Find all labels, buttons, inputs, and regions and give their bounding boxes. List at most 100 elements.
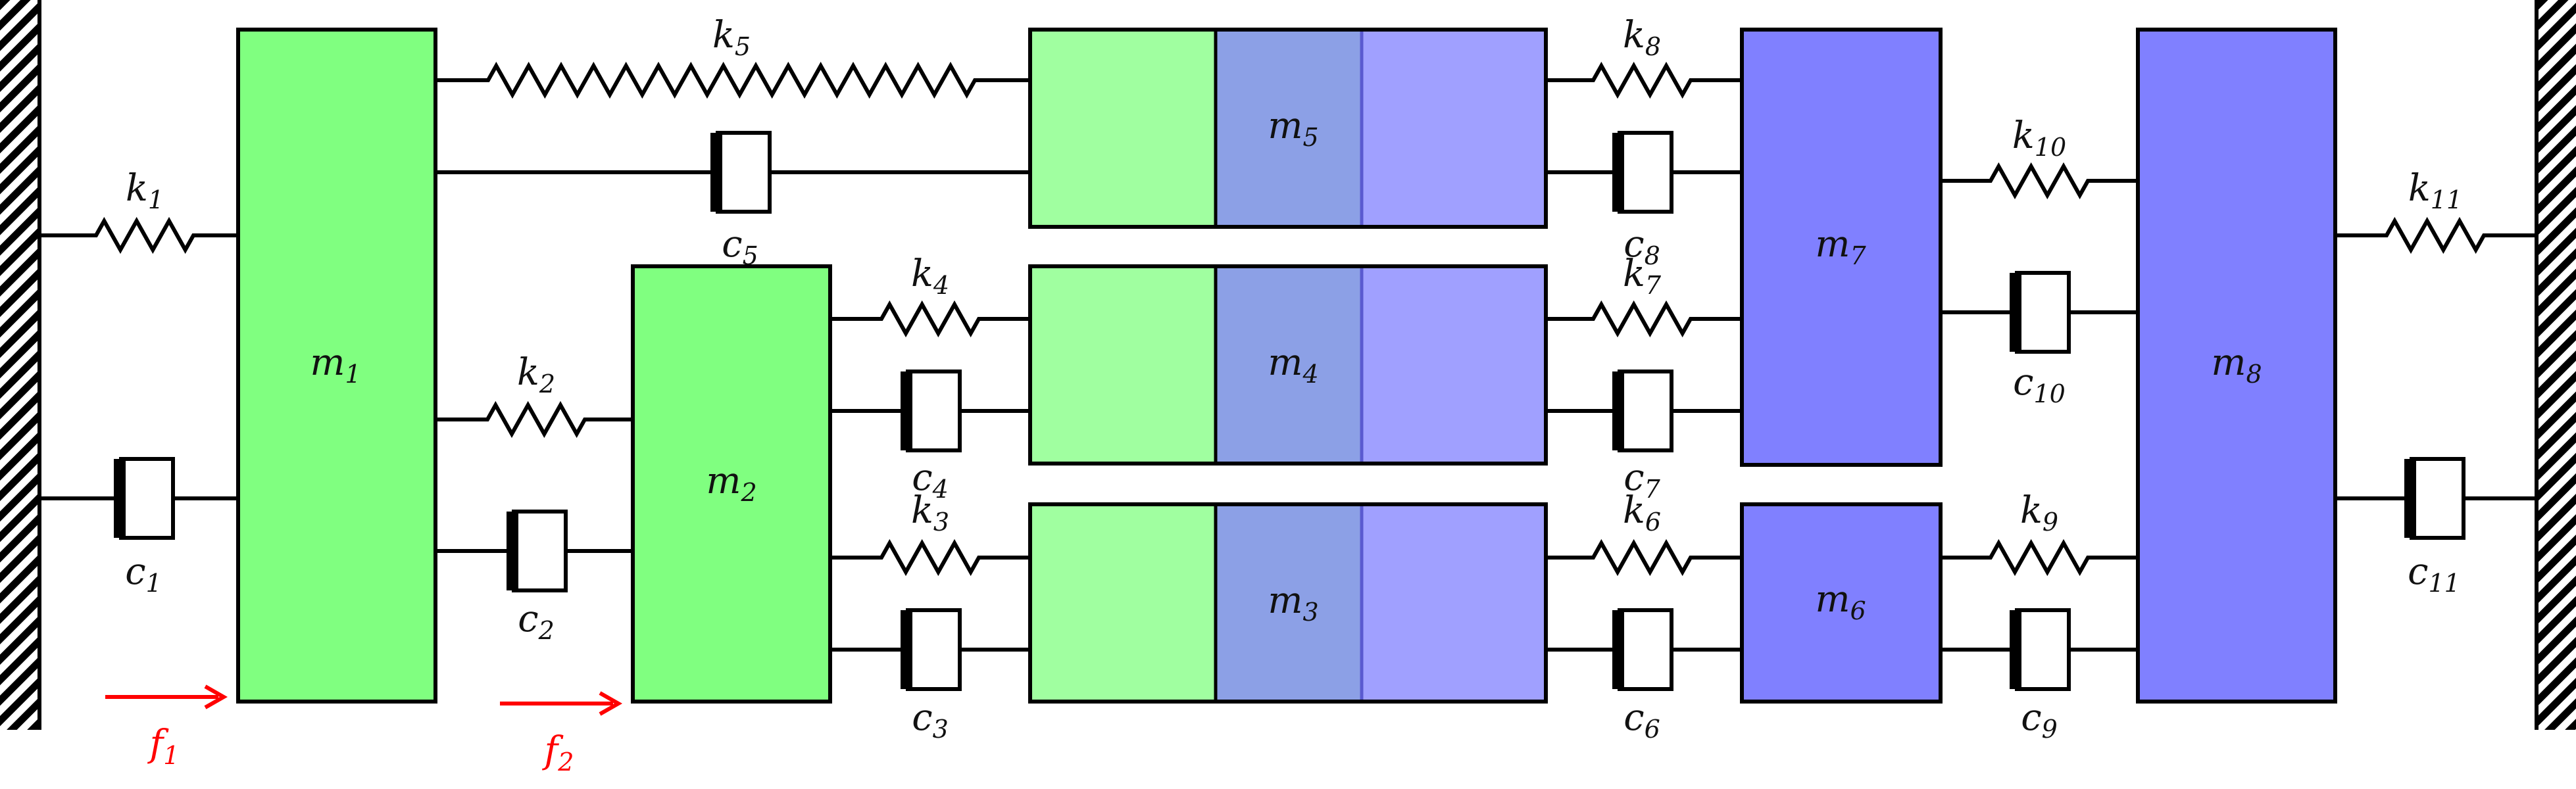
damper-label-c7-subscript: 7 bbox=[1645, 475, 1661, 504]
mass-label-m4: m4 bbox=[1268, 341, 1318, 389]
damper-label-c8-symbol: c bbox=[1623, 223, 1644, 266]
spring-k10 bbox=[1941, 162, 2138, 200]
mass-m4 bbox=[1028, 264, 1548, 466]
damper-label-c2: c2 bbox=[518, 598, 555, 645]
mass-label-m2: m2 bbox=[706, 460, 756, 507]
damper-label-c9: c9 bbox=[2021, 696, 2058, 744]
damper-label-c5-symbol: c bbox=[722, 223, 742, 266]
spring-k5 bbox=[435, 61, 1030, 99]
damper-label-c10-symbol: c bbox=[2013, 361, 2033, 404]
spring-label-k2: k2 bbox=[517, 351, 555, 398]
mass-label-m5: m5 bbox=[1268, 105, 1318, 152]
mass-label-m5-subscript: 5 bbox=[1302, 123, 1318, 152]
damper-label-c3: c3 bbox=[912, 696, 949, 744]
mass-m1 bbox=[236, 28, 437, 704]
spring-label-k4: k4 bbox=[911, 252, 949, 300]
spring-label-k4-subscript: 4 bbox=[933, 271, 949, 300]
force-arrow-f2 bbox=[500, 691, 623, 716]
spring-label-k3-subscript: 3 bbox=[933, 508, 949, 537]
damper-label-c11: c11 bbox=[2408, 550, 2460, 598]
damper-label-c3-symbol: c bbox=[912, 696, 932, 739]
damper-label-c3-subscript: 3 bbox=[933, 715, 949, 744]
spring-label-k5: k5 bbox=[712, 14, 751, 61]
damper-label-c1: c1 bbox=[125, 550, 162, 598]
damper-c10 bbox=[1941, 271, 2138, 354]
damper-c11 bbox=[2335, 457, 2537, 540]
damper-c6 bbox=[1546, 608, 1742, 691]
spring-label-k4-symbol: k bbox=[911, 252, 933, 295]
force-label-f2: f2 bbox=[542, 729, 574, 777]
spring-label-k9-symbol: k bbox=[2020, 489, 2043, 532]
mass-m2 bbox=[631, 264, 832, 704]
damper-label-c8-subscript: 8 bbox=[1645, 241, 1660, 270]
damper-label-c6-symbol: c bbox=[1623, 696, 1644, 739]
spring-label-k2-subscript: 2 bbox=[539, 370, 555, 398]
spring-label-k11-symbol: k bbox=[2408, 167, 2431, 210]
damper-label-c5: c5 bbox=[722, 223, 758, 270]
damper-label-c5-subscript: 5 bbox=[743, 241, 758, 270]
spring-label-k1-symbol: k bbox=[126, 167, 148, 210]
damper-label-c6-subscript: 6 bbox=[1645, 715, 1660, 744]
damper-c8 bbox=[1546, 131, 1742, 214]
damper-label-c7-symbol: c bbox=[1623, 456, 1644, 499]
right-wall-hatch bbox=[2538, 0, 2576, 730]
spring-label-k7: k7 bbox=[1623, 252, 1662, 300]
damper-c4 bbox=[830, 370, 1030, 452]
mass-label-m1: m1 bbox=[310, 341, 360, 389]
force-label-f2-subscript: 2 bbox=[557, 748, 574, 777]
spring-label-k5-subscript: 5 bbox=[735, 32, 751, 61]
mass-label-m6-subscript: 6 bbox=[1850, 596, 1866, 625]
spring-label-k7-subscript: 7 bbox=[1645, 271, 1662, 300]
mass-label-m3-subscript: 3 bbox=[1302, 598, 1318, 627]
spring-k1 bbox=[39, 216, 238, 254]
damper-c7 bbox=[1546, 370, 1742, 452]
damper-label-c4: c4 bbox=[912, 456, 949, 504]
spring-k7 bbox=[1546, 300, 1742, 338]
mass-label-m4-symbol: m bbox=[1268, 341, 1302, 384]
damper-label-c11-subscript: 11 bbox=[2429, 569, 2460, 598]
mass-label-m6: m6 bbox=[1815, 578, 1866, 625]
damper-label-c10-subscript: 10 bbox=[2034, 379, 2066, 408]
damper-label-c1-subscript: 1 bbox=[146, 569, 162, 598]
mass-label-m3: m3 bbox=[1268, 579, 1318, 627]
mass-label-m7-subscript: 7 bbox=[1850, 241, 1866, 270]
mass-label-m7: m7 bbox=[1815, 223, 1866, 270]
spring-label-k8-symbol: k bbox=[1623, 14, 1645, 57]
spring-label-k9: k9 bbox=[2020, 489, 2058, 537]
damper-label-c4-symbol: c bbox=[912, 456, 932, 499]
mass-m8 bbox=[2136, 28, 2337, 704]
damper-label-c7: c7 bbox=[1623, 456, 1660, 504]
damper-label-c6: c6 bbox=[1623, 696, 1660, 744]
damper-c9 bbox=[1941, 608, 2138, 691]
damper-c1 bbox=[39, 457, 238, 540]
masses bbox=[236, 28, 2337, 704]
spring-label-k9-subscript: 9 bbox=[2043, 508, 2058, 537]
mass-label-m7-symbol: m bbox=[1815, 223, 1850, 266]
damper-label-c1-symbol: c bbox=[125, 550, 145, 593]
damper-label-c2-symbol: c bbox=[518, 598, 538, 640]
forces bbox=[105, 684, 623, 716]
spring-label-k1: k1 bbox=[126, 167, 164, 214]
spring-label-k5-symbol: k bbox=[712, 14, 735, 57]
spring-k11 bbox=[2335, 216, 2537, 254]
damper-c3 bbox=[830, 608, 1030, 691]
spring-label-k7-symbol: k bbox=[1623, 252, 1645, 295]
spring-k3 bbox=[830, 538, 1030, 577]
spring-label-k1-subscript: 1 bbox=[148, 185, 164, 214]
links bbox=[39, 61, 2537, 691]
walls bbox=[0, 0, 2576, 730]
mass-m3 bbox=[1028, 502, 1548, 704]
damper-label-c8: c8 bbox=[1623, 223, 1660, 270]
damper-label-c10: c10 bbox=[2013, 361, 2066, 408]
damper-label-c11-symbol: c bbox=[2408, 550, 2428, 593]
mass-label-m2-symbol: m bbox=[706, 460, 741, 502]
spring-k2 bbox=[435, 400, 633, 439]
mass-label-m8-subscript: 8 bbox=[2246, 360, 2262, 389]
mass-label-m3-symbol: m bbox=[1268, 579, 1302, 622]
left-wall-hatch bbox=[0, 0, 38, 730]
mass-label-m1-symbol: m bbox=[310, 341, 345, 384]
spring-label-k8-subscript: 8 bbox=[1645, 32, 1661, 61]
mass-label-m1-subscript: 1 bbox=[345, 360, 360, 389]
